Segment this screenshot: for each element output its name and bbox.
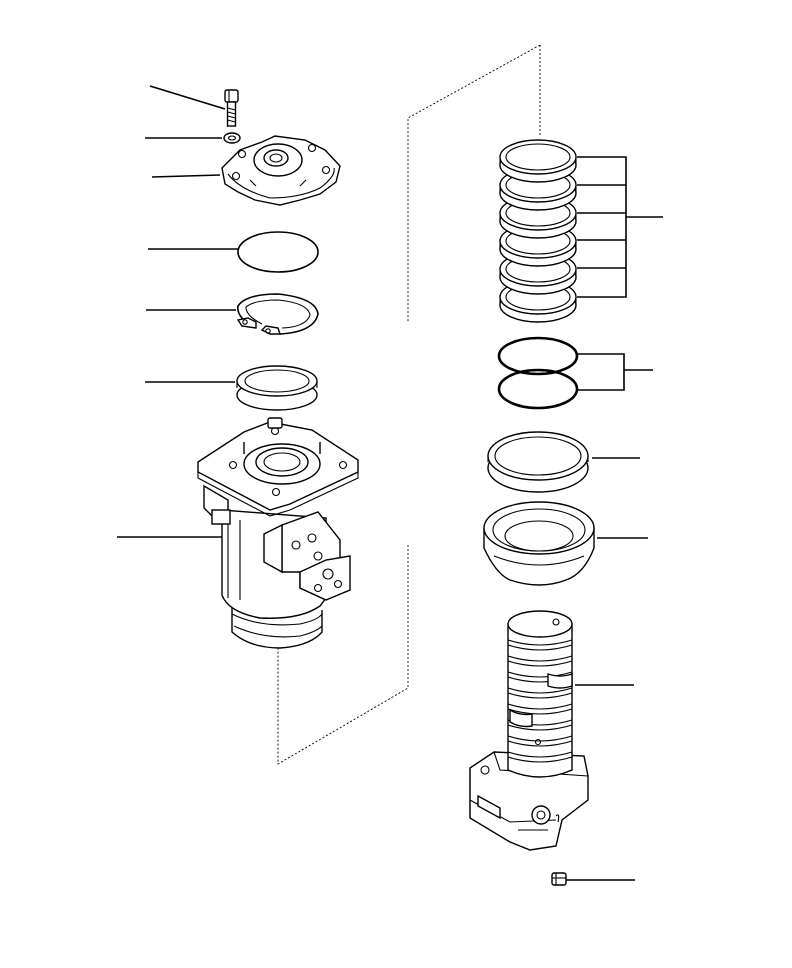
shaft-groove [507, 751, 573, 758]
seal-stack-ticks [577, 184, 626, 269]
snap-ring-icon [236, 293, 319, 335]
shaft-groove [507, 703, 573, 710]
shaft-groove [507, 639, 573, 646]
shaft-groove [507, 660, 573, 667]
o-ring-pair-bracket [578, 353, 625, 391]
assembly-guide-lines [277, 44, 541, 765]
shaft-groove [507, 740, 573, 747]
plug-icon [551, 872, 567, 886]
washer-icon [223, 132, 241, 144]
dust-seal-icon [483, 501, 595, 586]
shaft-groove [507, 708, 573, 715]
leader-cover [151, 174, 221, 178]
o-ring-pair-icon [497, 336, 579, 410]
shaft-groove [507, 687, 573, 694]
backup-ring-icon [487, 431, 589, 493]
shaft-groove [507, 655, 573, 662]
shaft-ports [509, 673, 573, 746]
rotor-shaft-icon [469, 610, 589, 851]
cover-plate-icon [221, 135, 341, 206]
swivel-body-icon [197, 417, 359, 649]
seal-ring-stack-icon [499, 139, 577, 323]
shaft-groove [507, 644, 573, 651]
leader-bolt [149, 85, 226, 110]
shaft-groove [507, 671, 573, 678]
seal-ring-icon [499, 139, 577, 183]
shaft-groove [507, 692, 573, 699]
ring-seal-icon [236, 365, 318, 411]
o-ring-icon [237, 231, 319, 273]
shaft-groove [507, 724, 573, 731]
seal-stack-bracket [577, 156, 627, 298]
bolt-icon [224, 89, 239, 127]
shaft-groove [507, 756, 573, 763]
